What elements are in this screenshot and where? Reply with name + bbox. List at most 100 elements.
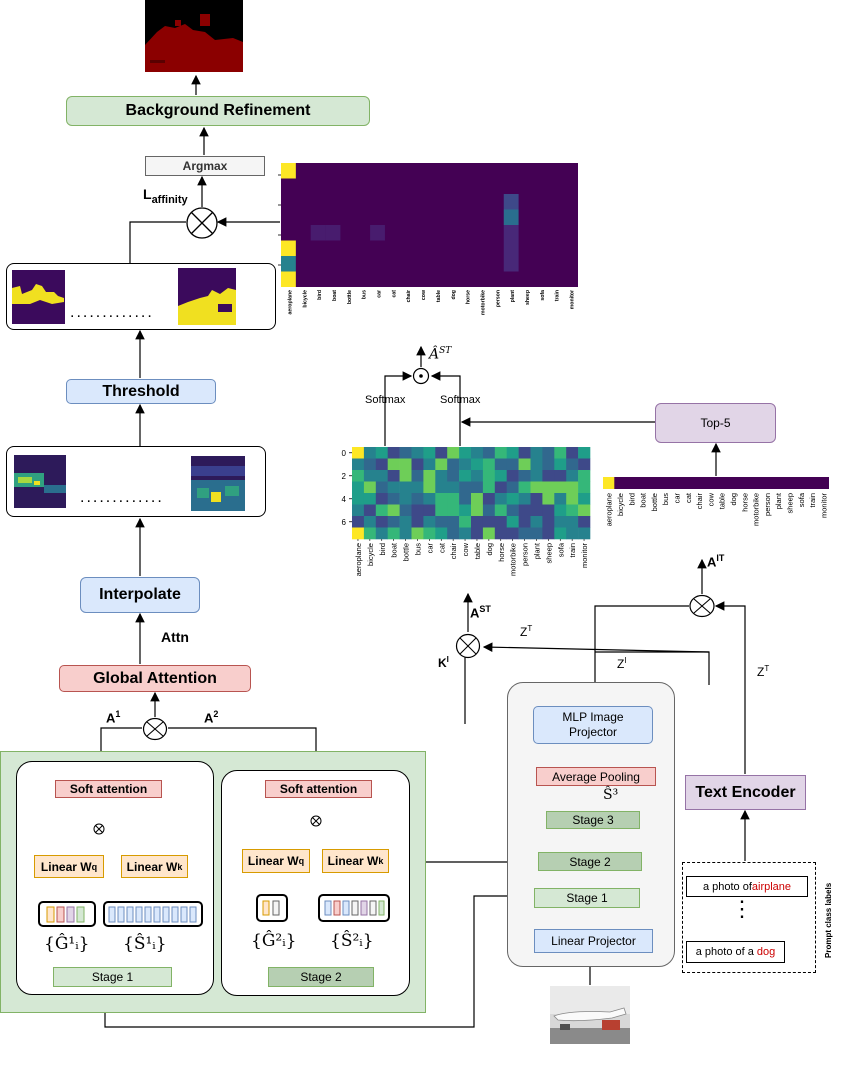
similarity-heatmap-cell: [459, 493, 472, 505]
mask-image-first: [12, 270, 65, 324]
text-strip-bg: [603, 477, 829, 489]
affinity-heatmap-cell: [310, 225, 326, 241]
similarity-heatmap-cell: [578, 470, 591, 482]
text-strip-x-tick-label: aeroplane: [605, 493, 614, 526]
similarity-heatmap-cell: [423, 470, 436, 482]
affinity-x-tick-label: sheep: [525, 290, 531, 305]
similarity-heatmap-cell: [459, 470, 472, 482]
affinity-heatmap-cell: [503, 209, 519, 225]
affinity-x-tick-label: sofa: [540, 290, 546, 301]
similarity-heatmap-cell: [375, 447, 388, 459]
stage2-s-label: {Ŝ²ᵢ}: [330, 931, 374, 951]
similarity-heatmap-cell: [411, 447, 424, 459]
similarity-heatmap-cell: [554, 527, 567, 540]
similarity-heatmap-cell: [542, 458, 555, 471]
similarity-heatmap-cell: [494, 493, 507, 505]
similarity-heatmap-cell: [387, 493, 400, 505]
background-refinement-box: Background Refinement: [66, 96, 370, 126]
similarity-heatmap-cell: [578, 447, 591, 459]
similarity-heatmap-cell: [482, 493, 496, 505]
similarity-heatmap-cell: [375, 527, 388, 540]
similarity-heatmap-cell: [471, 527, 484, 540]
affinity-x-tick-label: car: [377, 290, 383, 298]
text-strip-x-tick-label: bus: [661, 493, 670, 505]
stage2-encoder-box: Stage 2: [538, 852, 642, 871]
argmax-box: Argmax: [145, 156, 265, 176]
similarity-heatmap-cell: [399, 481, 412, 494]
stage1-g-label: {Ĝ¹ᵢ}: [44, 934, 90, 954]
similarity-y-tick-label: 2: [342, 472, 347, 481]
similarity-heatmap-cell: [530, 458, 543, 471]
similarity-heatmap-cell: [411, 493, 424, 505]
similarity-heatmap-cell: [482, 504, 496, 517]
similarity-heatmap-cell: [494, 516, 507, 528]
a-st-label: AST: [470, 604, 491, 621]
similarity-heatmap-cell: [459, 458, 472, 471]
similarity-heatmap-cell: [363, 504, 377, 517]
input-airplane-photo: [550, 986, 630, 1044]
similarity-x-tick-label: bottle: [402, 543, 411, 561]
similarity-heatmap-cell: [578, 458, 591, 471]
attention-map-dots: .............: [80, 489, 164, 506]
similarity-heatmap-cell: [447, 493, 460, 505]
text-strip-x-tick-label: bottle: [650, 493, 659, 511]
similarity-heatmap-cell: [554, 447, 567, 459]
stage2-s-tokens: [318, 894, 390, 922]
similarity-heatmap-cell: [375, 504, 388, 517]
similarity-x-tick-label: plant: [532, 542, 541, 559]
affinity-x-tick-label: cat: [391, 290, 397, 298]
similarity-x-tick-label: aeroplane: [354, 543, 363, 576]
similarity-heatmap-cell: [375, 470, 388, 482]
similarity-heatmap-cell: [447, 527, 460, 540]
affinity-x-tick-label: bicycle: [302, 290, 308, 308]
text-strip-x-tick-label: dog: [729, 493, 738, 506]
text-strip-x-tick-label: motorbike: [752, 493, 761, 526]
similarity-heatmap-cell: [411, 527, 424, 540]
stage1-g-tokens: [38, 901, 96, 927]
attention-map-first: [14, 455, 66, 508]
similarity-heatmap-cell: [471, 481, 484, 494]
similarity-x-tick-label: cat: [437, 542, 446, 553]
text-strip-x-tick-label: cat: [684, 492, 693, 503]
prompt-vdots: ⋮: [731, 896, 753, 921]
text-strip-x-tick-label: boat: [639, 492, 648, 508]
similarity-heatmap-cell: [554, 470, 567, 482]
stage2-g-label: {Ĝ²ᵢ}: [251, 931, 297, 951]
affinity-x-tick-label: table: [436, 290, 442, 302]
similarity-heatmap-cell: [578, 481, 591, 494]
affinity-heatmap-cell: [281, 271, 296, 287]
similarity-heatmap-cell: [363, 493, 377, 505]
softmax-right-label: Softmax: [440, 394, 481, 406]
affinity-heatmap-cell: [503, 225, 519, 241]
text-strip-x-tick-label: train: [808, 493, 817, 508]
similarity-heatmap-cell: [471, 458, 484, 471]
similarity-heatmap-cell: [352, 470, 365, 482]
similarity-heatmap-cell: [387, 447, 400, 459]
similarity-heatmap-cell: [399, 458, 412, 471]
mask-dots: .............: [70, 304, 154, 321]
similarity-heatmap-cell: [506, 458, 519, 471]
similarity-heatmap-cell: [399, 493, 412, 505]
affinity-x-tick-label: motorbike: [480, 290, 486, 315]
text-strip-x-tick-label: sofa: [797, 492, 806, 507]
similarity-heatmap-cell: [518, 470, 531, 482]
affinity-x-tick-label: person: [495, 290, 501, 307]
similarity-heatmap-cell: [530, 447, 543, 459]
similarity-x-tick-label: boat: [390, 542, 399, 558]
similarity-heatmap-cell: [435, 447, 448, 459]
similarity-heatmap-cell: [494, 481, 507, 494]
similarity-heatmap-cell: [518, 504, 531, 517]
z-t-label-1: ZT: [520, 624, 533, 639]
similarity-heatmap-cell: [542, 527, 555, 540]
similarity-heatmap-cell: [411, 504, 424, 517]
similarity-heatmap-cell: [423, 493, 436, 505]
similarity-y-tick-label: 0: [342, 449, 347, 458]
similarity-heatmap-cell: [578, 504, 591, 517]
affinity-x-tick-label: horse: [466, 290, 472, 304]
similarity-x-tick-label: sheep: [544, 543, 553, 563]
similarity-x-tick-label: dog: [485, 543, 494, 556]
similarity-heatmap-cell: [530, 470, 543, 482]
